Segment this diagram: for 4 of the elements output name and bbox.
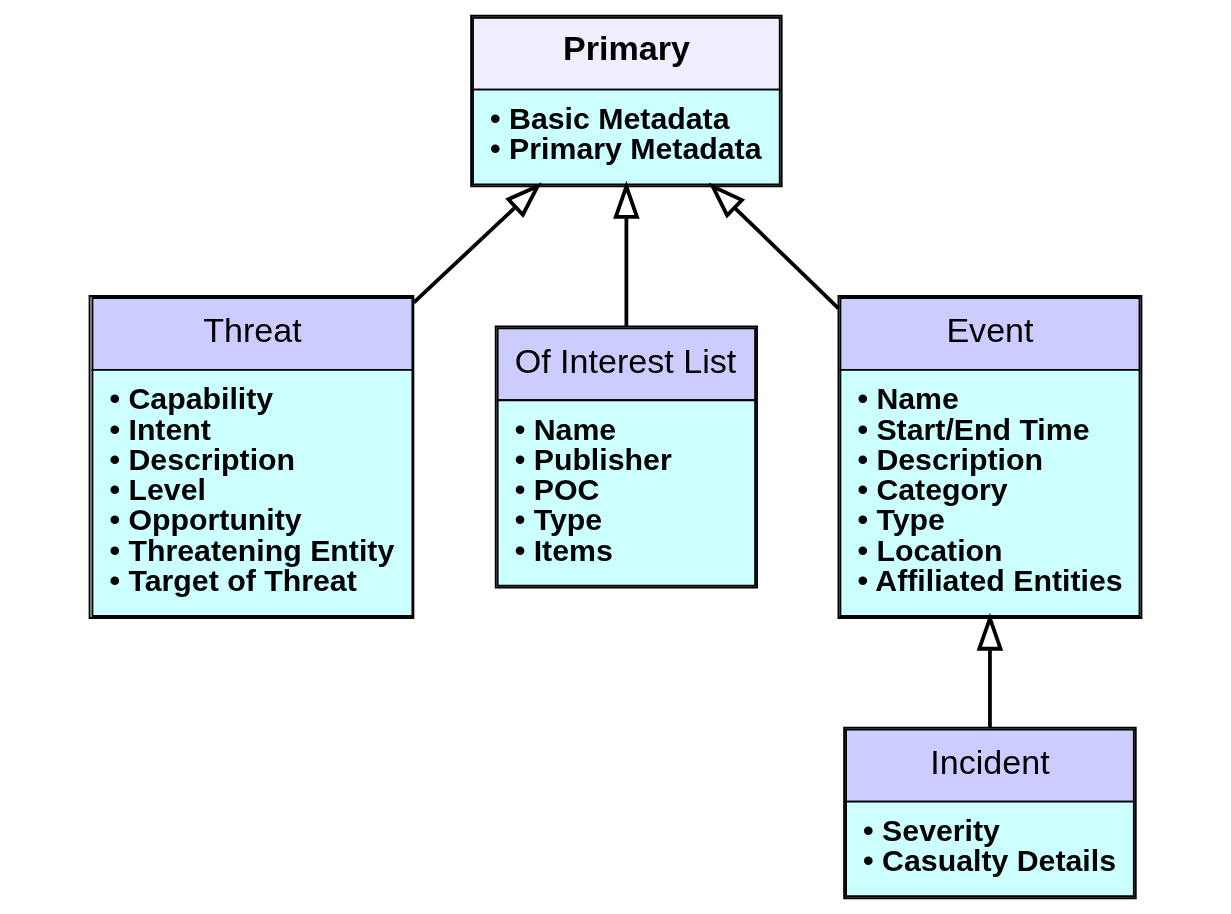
arrow [412, 182, 542, 305]
arrow [976, 612, 1004, 728]
arrow [613, 180, 640, 326]
arrow [708, 182, 840, 310]
